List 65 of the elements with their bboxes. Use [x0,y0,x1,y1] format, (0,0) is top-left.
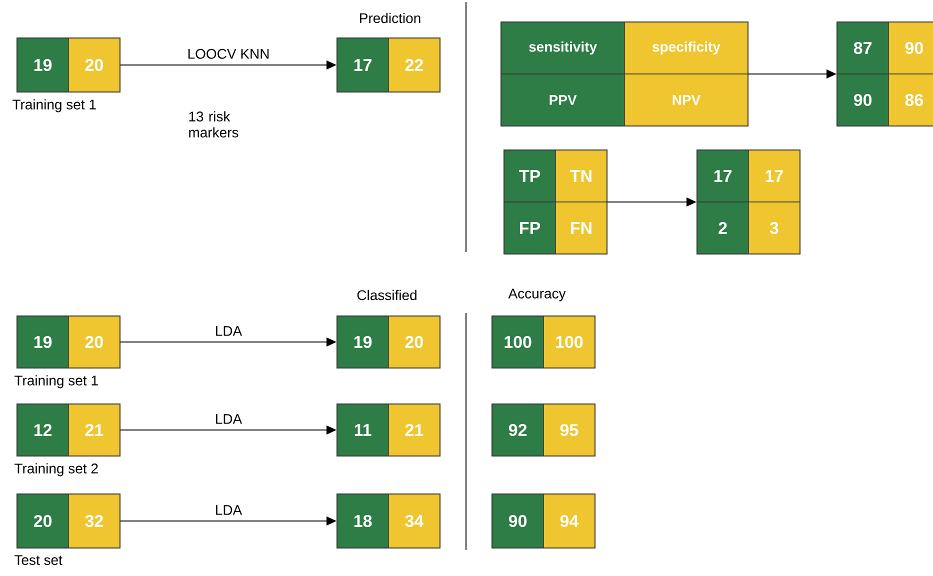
cell: 34 [388,494,440,548]
cell: 3 [748,202,800,254]
set-caption: Training set 2 [14,463,98,476]
cell: 19 [336,316,389,368]
cell-grid [696,150,801,254]
cell: 12 [16,404,69,456]
cell-grid [16,316,120,368]
cell: 100 [543,316,596,368]
cell: NPV [624,74,748,126]
cell-grid [16,404,120,456]
heading: Accuracy [508,288,566,302]
cell-grid [836,22,933,126]
cell: 22 [388,38,440,92]
cell: 2 [696,202,749,254]
cell: 17 [748,150,800,202]
cell-grid [336,38,440,92]
cell-grid [504,150,608,254]
heading: 13 risk markers [189,111,238,138]
cell: 90 [836,74,889,126]
cell: 21 [68,404,120,456]
heading: Prediction [360,12,420,24]
cell: specificity [624,22,748,74]
cell: FP [504,202,556,254]
edge-label: LOOCV KNN [186,48,271,60]
cell: PPV [500,74,625,126]
cell-grid [492,404,596,456]
cell: 32 [68,494,120,548]
cell: 21 [388,404,440,456]
cell-grid [492,494,596,548]
set-caption: Test set [14,555,62,565]
cell: FN [555,202,608,254]
edge-label: LDA [214,325,244,337]
cell: 17 [336,38,389,92]
set-caption: Training set 1 [12,99,96,112]
cell: 11 [336,404,389,456]
cell: 18 [336,494,389,548]
cell: 19 [16,38,69,92]
cell: 94 [543,494,596,548]
set-caption: Training set 1 [14,375,98,388]
cell: 19 [16,316,69,368]
cell: TP [504,150,556,202]
cell: 87 [836,22,889,74]
cell-grid [500,22,748,126]
cell: 20 [16,494,69,548]
heading: Classified [357,290,416,300]
cell-grid [336,404,440,456]
cell: 86 [888,74,933,126]
edge-label: LDA [214,504,244,516]
cell: 90 [888,22,933,74]
cell: 20 [68,316,120,368]
cell-grid [492,316,596,368]
cell-grid [336,494,440,548]
cell-grid [16,38,120,92]
cell-grid [16,494,120,548]
cell: 95 [543,404,596,456]
cell: 90 [492,494,544,548]
cell: sensitivity [500,22,625,74]
cell: 17 [696,150,749,202]
cell: 100 [492,316,544,368]
cell-grid [336,316,440,368]
cell: TN [555,150,608,202]
cell: 92 [492,404,544,456]
edge-label: LDA [214,413,244,425]
cell: 20 [68,38,120,92]
cell: 20 [388,316,440,368]
